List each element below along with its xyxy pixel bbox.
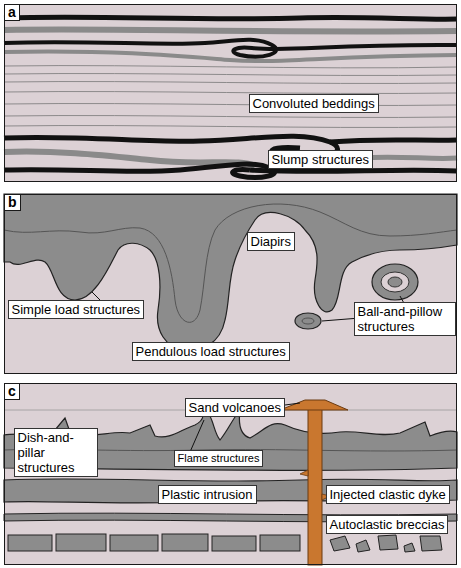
label-text: Sand volcanoes (189, 400, 282, 415)
label-text: Diapirs (251, 234, 291, 249)
pillow-ball (372, 264, 418, 300)
sediment-background (4, 194, 457, 374)
panel-frame: bDiapirsSimple load structuresPendulous … (4, 194, 457, 374)
callout-label: Pendulous load structures (132, 342, 290, 361)
panel-letter: b (5, 195, 21, 211)
breccia-fragment (330, 536, 350, 551)
breccia-block (212, 536, 256, 551)
label-text: Plastic intrusion (162, 487, 253, 502)
bedding-line (4, 66, 457, 68)
label-text: Injected clastic dyke (330, 487, 446, 502)
callout-label: Convoluted beddings (249, 94, 379, 113)
breccia-block (56, 534, 106, 551)
breccia-block (162, 534, 208, 551)
label-text: Dish-and-pillar structures (18, 430, 75, 475)
small-ball-lamina (302, 318, 314, 324)
bedding-line (4, 116, 457, 118)
callout-label: Sand volcanoes (185, 398, 286, 417)
label-text: Ball-and-pillow structures (358, 304, 443, 334)
black-layer (330, 140, 457, 142)
panel-letter: a (5, 5, 20, 21)
sediment-background (4, 383, 457, 565)
callout-label: Plastic intrusion (158, 485, 257, 504)
gray-layer (360, 157, 457, 158)
breccia-fragment (378, 535, 398, 550)
label-text: Slump structures (272, 152, 370, 167)
load-layer (4, 194, 457, 350)
callout-label: Flame structures (174, 450, 264, 467)
bedding-line (4, 74, 457, 76)
bedding-line (4, 82, 457, 84)
gray-layer (4, 30, 457, 32)
breccia-fragment (420, 536, 442, 551)
callout-label: Injected clastic dyke (326, 485, 450, 504)
gray-layer (4, 52, 457, 62)
label-text: Simple load structures (12, 302, 141, 317)
panel-c-art (4, 383, 457, 565)
callout-label: Ball-and-pillow structures (354, 302, 456, 336)
leader-line (190, 420, 204, 452)
sand-volcano (280, 400, 348, 410)
small-ball (295, 313, 321, 329)
label-text: Convoluted beddings (253, 96, 375, 111)
sediment-background (4, 4, 457, 182)
callout-label: Slump structures (268, 150, 374, 169)
label-text: Pendulous load structures (136, 344, 286, 359)
pillow-ring (381, 272, 409, 292)
slump-fold (4, 164, 275, 177)
panel-letter: c (5, 384, 20, 400)
black-layer (250, 170, 457, 171)
callout-label: Simple load structures (8, 300, 145, 319)
clastic-dyke (308, 405, 322, 565)
callout-label: Dish-and-pillar structures (14, 428, 98, 477)
breccia-fragment (356, 540, 370, 552)
breccia-block (8, 535, 52, 551)
black-layer (4, 17, 457, 19)
breccia-block (110, 535, 158, 551)
panel-frame: cSand volcanoesDish-and-pillar structure… (4, 383, 457, 565)
panel-frame: aConvoluted beddingsSlump structures (4, 4, 457, 182)
callout-label: Diapirs (247, 232, 295, 251)
convoluted-bedding (4, 40, 457, 57)
breccia-block (260, 535, 300, 551)
breccia-fragment (404, 543, 415, 552)
bedding-line (4, 104, 457, 106)
panel-b-art (4, 194, 457, 374)
pillow-core (388, 277, 402, 287)
callout-label: Autoclastic breccias (326, 515, 449, 534)
label-text: Flame structures (178, 452, 260, 464)
label-text: Autoclastic breccias (330, 517, 445, 532)
bedding-line (4, 92, 457, 94)
panel-a-art (4, 4, 457, 182)
bedding-line (4, 126, 457, 128)
plastic-intrusion-layer (4, 479, 457, 503)
